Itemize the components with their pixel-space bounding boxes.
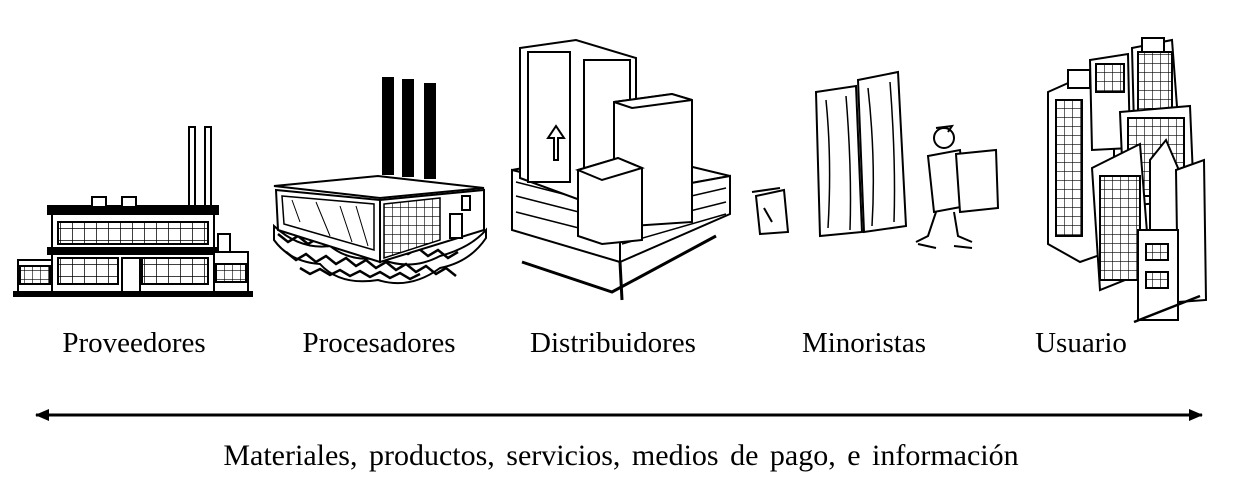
stage-label-proveedores: Proveedores	[62, 327, 206, 359]
factory-icon	[13, 126, 253, 297]
retail-delivery-icon	[751, 70, 1000, 249]
processing-plant-icon	[273, 77, 487, 285]
stage-label-usuario: Usuario	[1035, 327, 1127, 359]
warehouse-icon	[511, 38, 731, 301]
stage-label-procesadores: Procesadores	[302, 327, 456, 359]
stage-label-distribuidores: Distribuidores	[530, 327, 696, 359]
city-icon	[1047, 37, 1208, 324]
flow-caption: Materiales, productos, servicios, medios…	[223, 439, 1019, 472]
stage-label-minoristas: Minoristas	[801, 327, 927, 359]
